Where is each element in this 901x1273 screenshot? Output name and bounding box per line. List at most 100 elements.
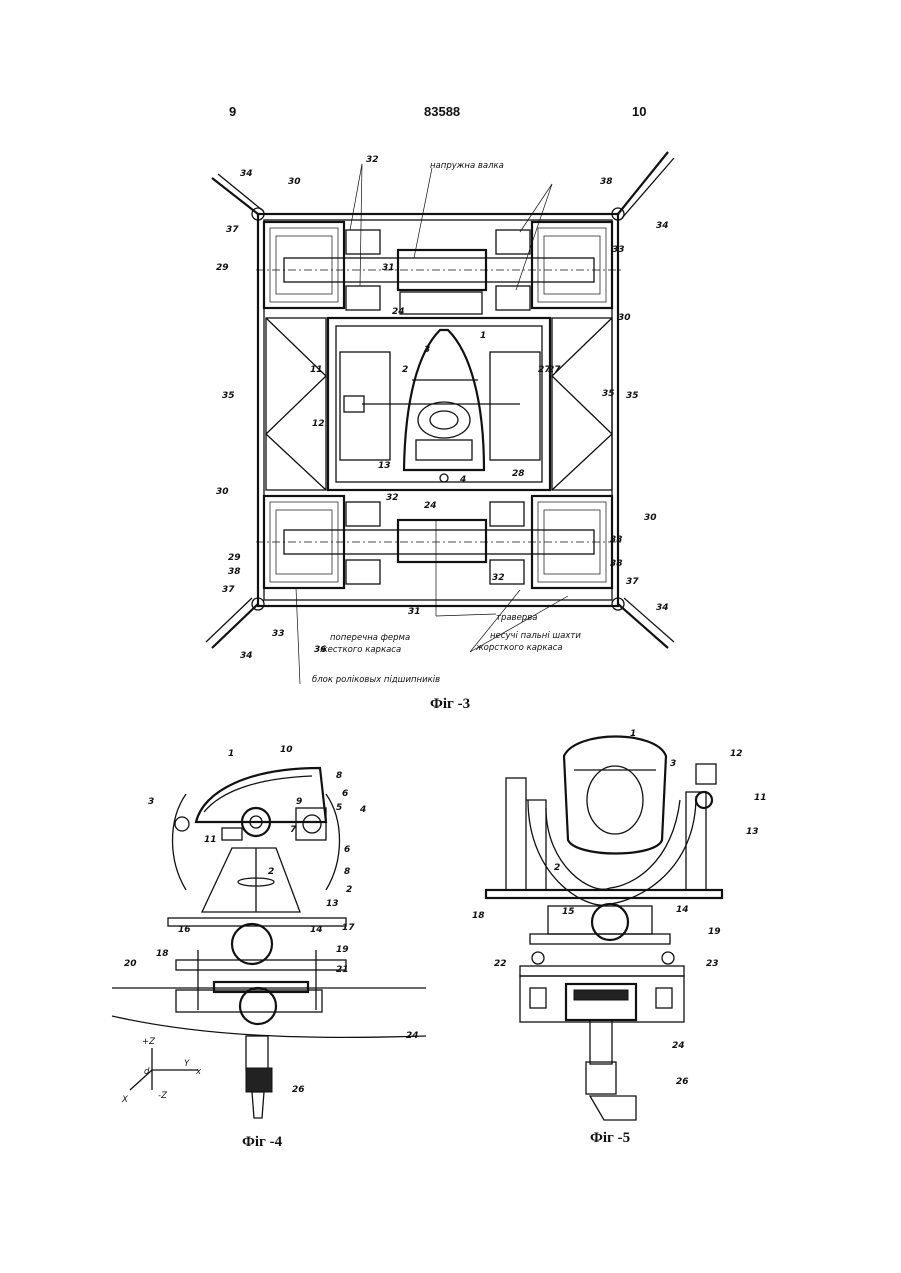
ref-label: 31: [408, 607, 421, 617]
ref-label: 12: [730, 749, 743, 759]
ref-label: 3: [424, 345, 430, 355]
ref-label: 19: [708, 927, 721, 937]
ref-label: 32: [386, 493, 399, 503]
ref-label: 6: [342, 789, 348, 799]
ref-label: 21: [336, 965, 349, 975]
ref-label: 3: [670, 759, 676, 769]
ref-label: 26: [676, 1077, 689, 1087]
traverse-beam-bottom: [398, 520, 486, 562]
figure-4-labels: 1 10 8 3 9 6 5 4 11 7 6 8 2 2 13 14 16 1…: [121, 745, 419, 1105]
ref-label: 38: [228, 567, 241, 577]
ref-label: 5: [336, 803, 342, 813]
ref-label: 7: [290, 825, 297, 835]
ref-label: 35: [222, 391, 235, 401]
ref-label: 2: [346, 885, 352, 895]
ref-label: 11: [204, 835, 217, 845]
figure-5-drawing: [486, 737, 722, 1121]
ref-label: 33: [612, 245, 625, 255]
ref-label: 34: [656, 221, 669, 231]
axis-label: x: [195, 1067, 202, 1077]
rope-34: [212, 178, 258, 214]
ref-label: 11: [754, 793, 767, 803]
ref-label: 24: [392, 307, 405, 317]
ref-label: 22: [494, 959, 507, 969]
axis-label: +Z: [142, 1037, 155, 1047]
capsule-1: [564, 737, 666, 854]
ref-label: 8: [336, 771, 342, 781]
ref-label: 13: [746, 827, 759, 837]
ref-label: 13: [326, 899, 339, 909]
figure-3-labels: 34 37 30 32 38 33 29 31 24 1 3 11 2 27 1…: [216, 155, 669, 661]
annotation-traverse: траверва: [496, 613, 537, 623]
platform-13: [486, 890, 722, 898]
ref-label: 37: [226, 225, 239, 235]
ref-label: 1: [630, 729, 636, 739]
ref-label: 20: [124, 959, 137, 969]
ref-label: 38: [600, 177, 613, 187]
ref-label: 32: [366, 155, 379, 165]
figure-3-drawing: [206, 152, 674, 648]
cross-truss-right: [552, 318, 612, 490]
axis-label: X: [121, 1095, 128, 1105]
rigid-frame-outline: [258, 214, 618, 606]
ref-label: 30: [618, 313, 631, 323]
ref-label: 4: [359, 805, 366, 815]
annotation-rigid-frame: жесткого каркаса: [319, 645, 401, 655]
ref-label: 38: [610, 559, 623, 569]
ref-label: 16: [178, 925, 191, 935]
ref-label: 18: [472, 911, 485, 921]
ref-label: 11: [310, 365, 323, 375]
figure-4-drawing: [112, 768, 426, 1118]
cross-truss-left: [266, 318, 326, 490]
ref-label: 2: [268, 867, 274, 877]
ref-label: 12: [312, 419, 325, 429]
figure-4-caption: Фіг -4: [242, 1134, 282, 1151]
ref-label: 24: [406, 1031, 419, 1041]
ref-label: 29: [228, 553, 241, 563]
ref-label: 26: [292, 1085, 305, 1095]
axis-label: -Z: [158, 1091, 167, 1101]
ref-label: 3: [148, 797, 154, 807]
ref-label: 32: [492, 573, 505, 583]
ref-label: 24: [424, 501, 437, 511]
ref-label: 27: [538, 365, 551, 375]
ref-label: 17: [342, 923, 355, 933]
axis-label: Y: [184, 1059, 190, 1069]
ref-label: 37: [626, 577, 639, 587]
ref-label: 24: [672, 1041, 685, 1051]
annotation-roller-bearing-block: блок роліковых підшипників: [312, 675, 440, 685]
ref-label: 34: [240, 169, 253, 179]
annotation-cross-truss: поперечна ферма: [330, 633, 410, 643]
ref-label: 13: [378, 461, 391, 471]
ref-label: 8: [344, 867, 350, 877]
figure-5-labels: 1 3 12 11 13 2 15 14 18 19 22 23 24 26: [472, 729, 767, 1087]
ref-label: 35: [602, 389, 615, 399]
ref-label: 28: [512, 469, 525, 479]
ref-label: 30: [644, 513, 657, 523]
rope-34: [618, 152, 668, 214]
ref-label: 19: [336, 945, 349, 955]
annotation-bearing-columns: несучі пальні шахти: [490, 631, 581, 641]
ref-label: 36: [314, 645, 327, 655]
ref-label: 29: [216, 263, 229, 273]
axis-label: d: [144, 1067, 150, 1077]
figure-5-caption: Фіг -5: [590, 1130, 630, 1147]
ref-label: 30: [216, 487, 229, 497]
ref-label: 34: [656, 603, 669, 613]
ref-label: 9: [296, 797, 302, 807]
ref-label: 31: [382, 263, 395, 273]
ref-label: 33: [610, 535, 623, 545]
ref-label: 18: [156, 949, 169, 959]
annotation-rigid-frame-2: жорсткого каркаса: [475, 643, 563, 653]
ref-label: 15: [562, 907, 575, 917]
ref-label: 2: [554, 863, 560, 873]
figure-3-caption: Фіг -3: [430, 696, 470, 713]
ref-label: 35: [626, 391, 639, 401]
spherical-joint-14: [232, 924, 272, 964]
ref-label: 30: [288, 177, 301, 187]
ref-label: 6: [344, 845, 350, 855]
ref-label: 14: [676, 905, 689, 915]
ref-label: 10: [280, 745, 293, 755]
ref-label: 2: [402, 365, 408, 375]
